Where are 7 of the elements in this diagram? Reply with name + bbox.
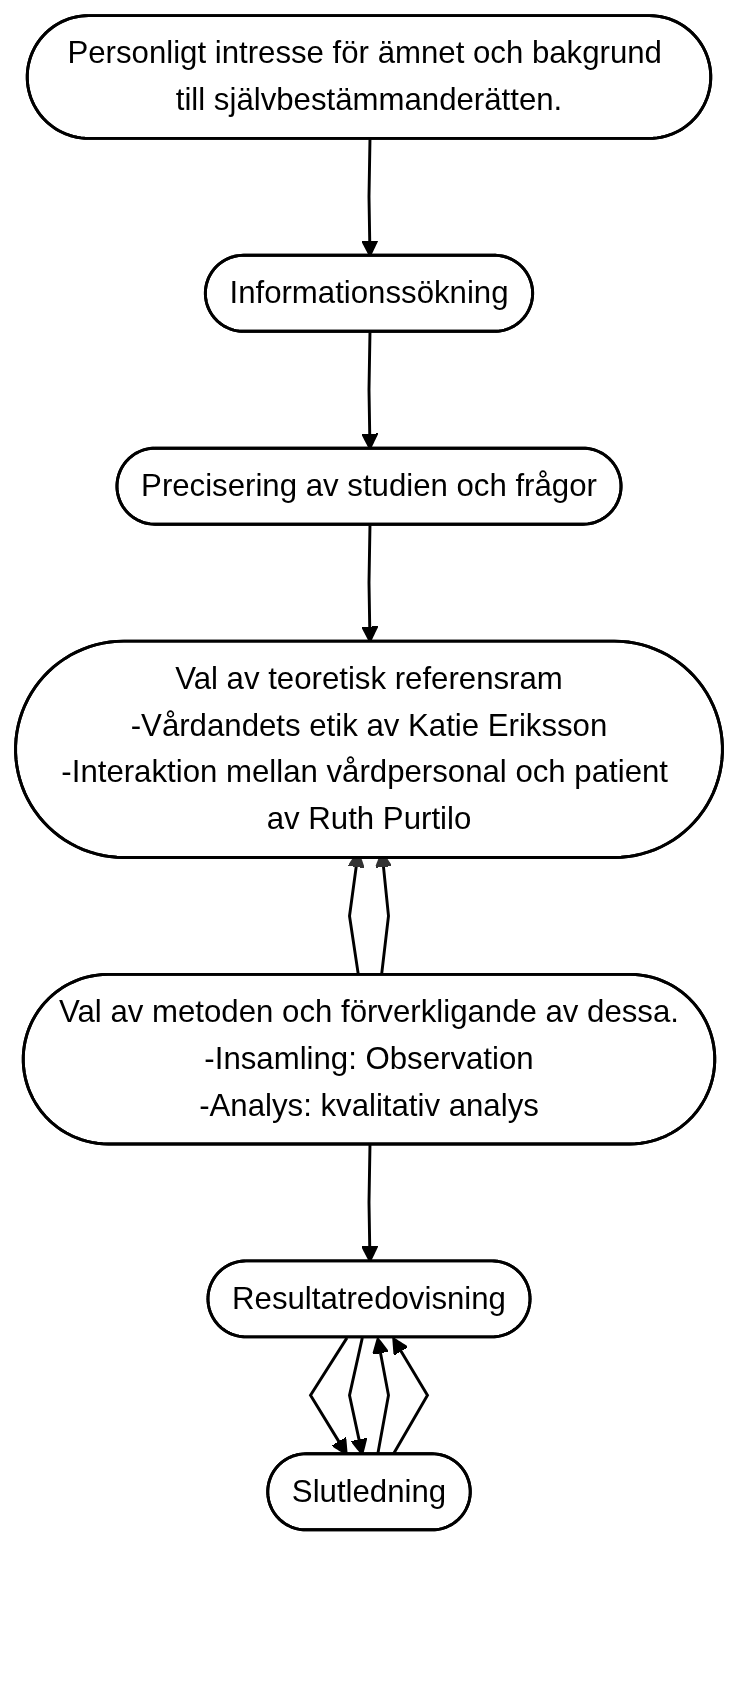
ellipse-node: Slutledning xyxy=(266,1452,472,1532)
ellipse-node: Val av metoden och förverkligande av dessa. -Insamling: Observation -Analys: kvalitativ analys xyxy=(21,972,717,1146)
ellipse-node: Precisering av studien och frågor xyxy=(115,446,623,526)
ellipse-node: Val av teoretisk referensram -Vårdandets etik av Katie Eriksson -Interaktion mellan vårdpersonal och patient av Ruth Purtilo xyxy=(14,639,724,859)
ellipse-node: Resultatredovisning xyxy=(206,1259,532,1339)
ellipse-node: Informationssökning xyxy=(203,253,535,333)
ellipse-node: Personligt intresse för ämnet och bakgrund till självbestämmanderätten. xyxy=(25,14,713,140)
